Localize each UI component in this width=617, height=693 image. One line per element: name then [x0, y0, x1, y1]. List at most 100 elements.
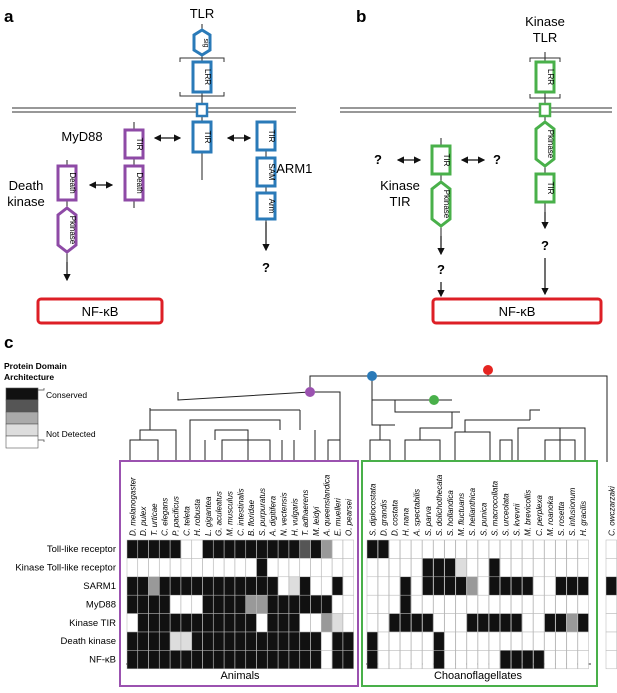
- grid-cell: [522, 594, 534, 614]
- grid-cell: [377, 613, 389, 633]
- phylogenetic-tree: [129, 368, 608, 462]
- grid-cell: [511, 650, 523, 670]
- grid-cell: [499, 650, 512, 670]
- species-label: S. dolichothecata: [435, 474, 444, 536]
- ktlr-unknown: ?: [541, 238, 549, 253]
- grid-cell: [422, 594, 434, 614]
- grid-cell: [310, 631, 322, 651]
- grid-cell: [605, 576, 617, 596]
- grid-cell: [488, 539, 500, 559]
- grid-cell: [342, 558, 354, 578]
- myd88-tir-label: TIR: [135, 138, 144, 151]
- ktlr-tir-domain: [534, 172, 556, 204]
- grid-cell: [555, 576, 567, 596]
- sarm1-sam-domain: [255, 156, 277, 188]
- legend-swatch-conserved: [5, 387, 39, 401]
- grid-cell: [433, 631, 445, 651]
- tlr-title: TLR: [190, 6, 215, 21]
- species-label: A. queenslandica: [323, 474, 332, 537]
- grid-cell: [342, 613, 354, 633]
- grid-cell: [213, 558, 225, 578]
- grid-cell: [310, 558, 322, 578]
- grid-cell: [444, 650, 456, 670]
- grid-cell: [366, 594, 378, 614]
- grid-cell: [577, 650, 589, 670]
- grid-cell: [366, 558, 378, 578]
- grid-cell: [488, 594, 500, 614]
- legend-bracket: [38, 388, 45, 442]
- species-label: S. parva: [424, 506, 433, 536]
- legend-conserved-label: Conserved: [46, 390, 87, 400]
- grid-cell: [159, 558, 171, 578]
- grid-cell: [433, 650, 445, 670]
- grid-cell: [223, 631, 236, 651]
- grid-cell: [256, 650, 268, 670]
- legend-swatch-dark: [5, 399, 39, 413]
- grid-cell: [433, 613, 445, 633]
- grid-cell: [191, 650, 203, 670]
- grid-cell: [433, 558, 445, 578]
- lrr-domain: [191, 60, 213, 94]
- legend-title-1: Protein Domain: [4, 361, 67, 371]
- grid-cell: [223, 613, 236, 633]
- grid-cell: [555, 631, 567, 651]
- grid-cell: [566, 558, 578, 578]
- myd88-death-domain: [123, 164, 145, 202]
- tree-animals-mid: [149, 408, 301, 430]
- grid-cell: [544, 650, 556, 670]
- grid-cell: [234, 558, 246, 578]
- grid-cell: [126, 558, 138, 578]
- node-choanoflagellates: [429, 395, 439, 405]
- grid-cell: [466, 558, 478, 578]
- grid-cell: [137, 613, 149, 633]
- grid-cell: [388, 558, 401, 578]
- grid-cell: [411, 576, 423, 596]
- myd88-death-label: Death: [135, 172, 144, 193]
- grid-cell: [180, 631, 192, 651]
- grid-cell: [126, 613, 138, 633]
- grid-cell: [605, 594, 617, 614]
- panel-b-label: b: [356, 7, 366, 26]
- grid-cell: [533, 558, 545, 578]
- grid-cell: [533, 576, 545, 596]
- tree-choanos-leaves: [369, 409, 586, 462]
- species-label: S. infusionum: [568, 487, 577, 536]
- grid-cell: [377, 631, 389, 651]
- grid-cell: [455, 613, 467, 633]
- grid-cell: [422, 539, 434, 559]
- grid-cell: [277, 576, 290, 596]
- grid-cell: [137, 558, 149, 578]
- grid-cell: [180, 594, 192, 614]
- grid-cell: [422, 631, 434, 651]
- grid-cell: [488, 576, 500, 596]
- species-label: C. owczarzaki: [607, 486, 616, 536]
- grid-cell: [321, 576, 333, 596]
- grid-cell: [400, 558, 412, 578]
- grid-cell: [444, 539, 456, 559]
- grid-cell: [477, 576, 489, 596]
- grid-cell: [148, 631, 160, 651]
- grid-cell: [544, 539, 556, 559]
- grid-cell: [577, 594, 589, 614]
- grid-cell: [444, 576, 456, 596]
- tlr-tir-label: TIR: [203, 131, 212, 144]
- death-kinase-label-1: Death: [9, 178, 44, 193]
- grid-cell: [148, 539, 160, 559]
- grid-cell: [466, 576, 478, 596]
- species-label: G. aculeatus: [215, 491, 224, 536]
- species-label: P. pacificus: [172, 496, 181, 536]
- grid-cell: [288, 650, 300, 670]
- grid-cell: [342, 576, 354, 596]
- nfkb-label-a: NF-κB: [82, 304, 119, 319]
- grid-cell: [137, 631, 149, 651]
- grid-cell: [299, 650, 311, 670]
- grid-cell: [180, 650, 192, 670]
- sarm1-arm-label: Arm: [267, 199, 276, 214]
- tree-root-branch: [309, 368, 489, 392]
- grid-cell: [522, 558, 534, 578]
- grid-cell: [277, 539, 290, 559]
- nfkb-box-b: [431, 297, 603, 325]
- grid-cell: [455, 631, 467, 651]
